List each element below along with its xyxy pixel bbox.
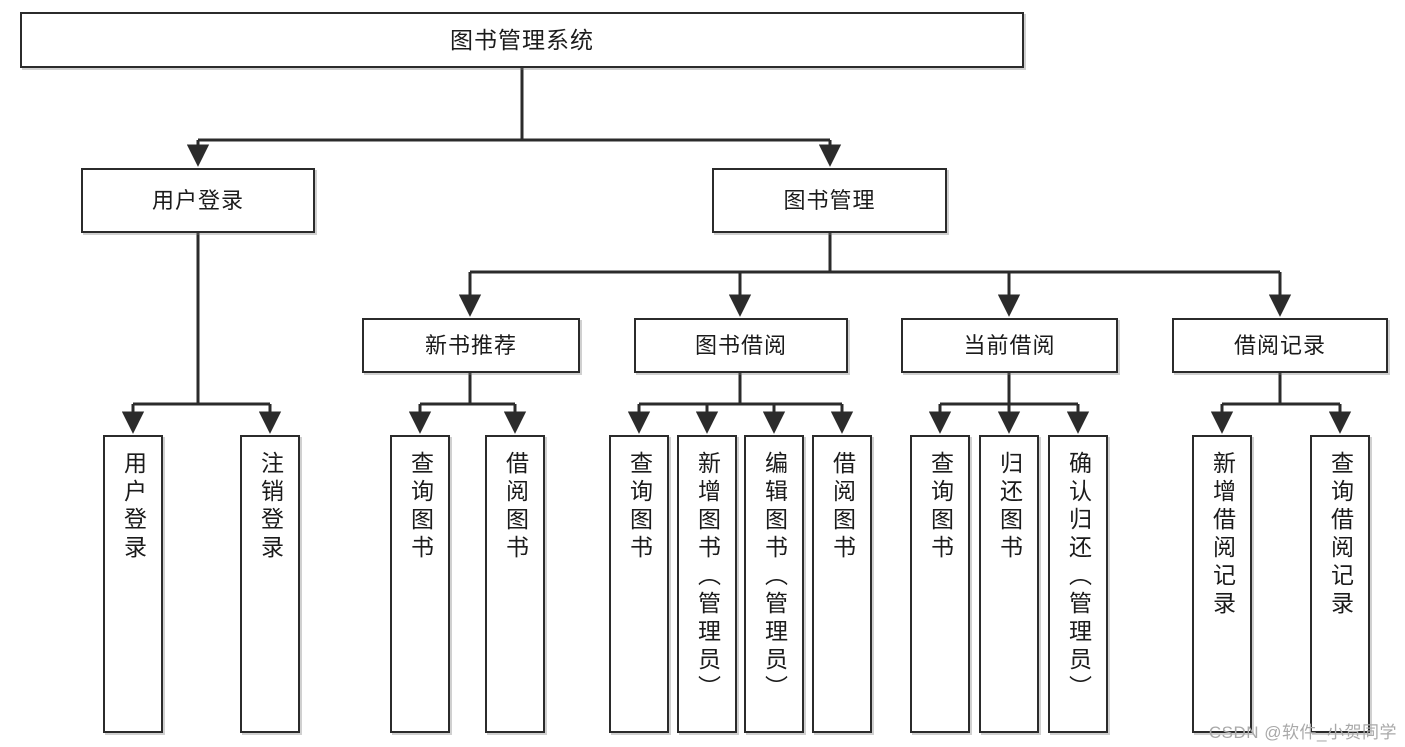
- leaf-new-book-borrow[interactable]: 借阅图书: [485, 435, 545, 733]
- node-label: 新增图书（管理员）: [694, 451, 721, 703]
- leaf-current-borrow-return[interactable]: 归还图书: [979, 435, 1039, 733]
- node-label: 确认归还（管理员）: [1065, 451, 1092, 703]
- node-label: 归还图书: [996, 451, 1023, 563]
- node-label: 编辑图书（管理员）: [761, 451, 788, 703]
- leaf-borrow-record-query[interactable]: 查询借阅记录: [1310, 435, 1370, 733]
- node-current-borrow[interactable]: 当前借阅: [901, 318, 1118, 373]
- leaf-book-borrow-query[interactable]: 查询图书: [609, 435, 669, 733]
- node-label: 注销登录: [257, 451, 284, 563]
- leaf-current-borrow-confirm-return[interactable]: 确认归还（管理员）: [1048, 435, 1108, 733]
- node-user-login[interactable]: 用户登录: [81, 168, 315, 233]
- node-label: 用户登录: [120, 451, 147, 563]
- node-label: 借阅记录: [1233, 332, 1326, 358]
- leaf-book-borrow-edit[interactable]: 编辑图书（管理员）: [744, 435, 804, 733]
- leaf-book-borrow-borrow[interactable]: 借阅图书: [812, 435, 872, 733]
- node-borrow-record[interactable]: 借阅记录: [1172, 318, 1388, 373]
- node-label: 当前借阅: [963, 332, 1056, 358]
- leaf-user-login-login[interactable]: 用户登录: [103, 435, 163, 733]
- leaf-book-borrow-add[interactable]: 新增图书（管理员）: [677, 435, 737, 733]
- node-book-management[interactable]: 图书管理: [712, 168, 947, 233]
- node-label: 借阅图书: [502, 451, 529, 563]
- node-book-borrow[interactable]: 图书借阅: [634, 318, 848, 373]
- node-label: 查询图书: [407, 451, 434, 563]
- node-label: 图书借阅: [694, 332, 787, 358]
- node-label: 图书管理: [783, 187, 876, 213]
- node-label: 用户登录: [151, 187, 244, 213]
- node-root-book-management-system[interactable]: 图书管理系统: [20, 12, 1024, 68]
- node-label: 查询图书: [626, 451, 653, 563]
- node-label: 查询借阅记录: [1327, 451, 1354, 619]
- node-new-book-recommend[interactable]: 新书推荐: [362, 318, 580, 373]
- leaf-borrow-record-add[interactable]: 新增借阅记录: [1192, 435, 1252, 733]
- node-label: 借阅图书: [829, 451, 856, 563]
- node-label: 新增借阅记录: [1209, 451, 1236, 619]
- node-label: 新书推荐: [424, 332, 517, 358]
- node-label: 图书管理系统: [450, 26, 594, 53]
- leaf-user-login-logout[interactable]: 注销登录: [240, 435, 300, 733]
- node-label: 查询图书: [927, 451, 954, 563]
- leaf-current-borrow-query[interactable]: 查询图书: [910, 435, 970, 733]
- leaf-new-book-query[interactable]: 查询图书: [390, 435, 450, 733]
